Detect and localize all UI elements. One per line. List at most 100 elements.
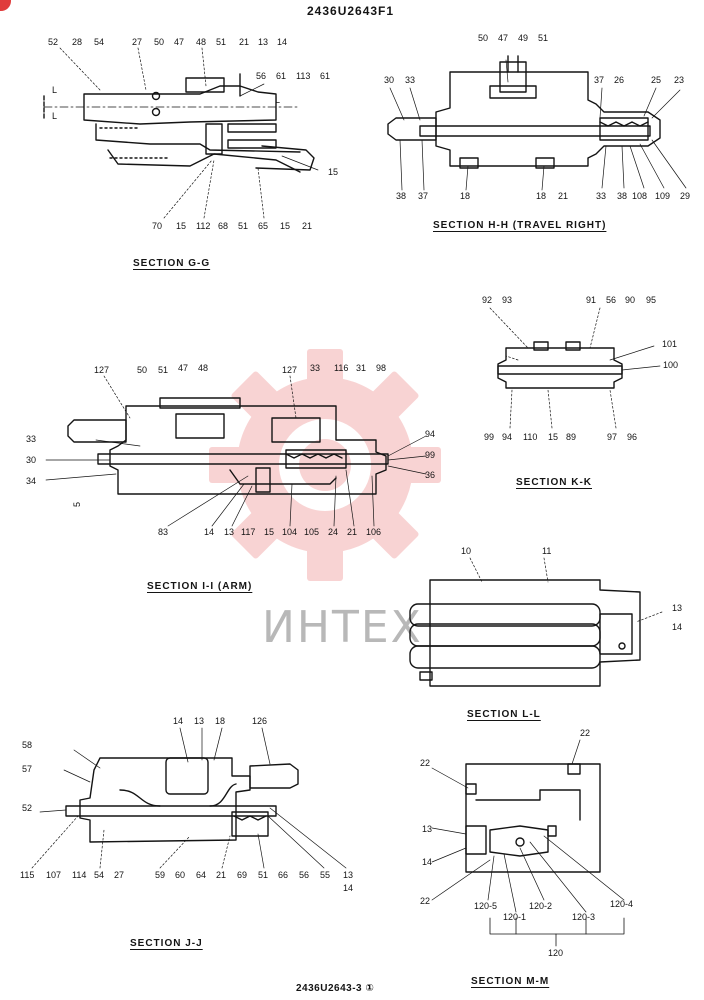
hh-bottom-callout: 109 bbox=[655, 191, 671, 201]
jj-left-callout: 52 bbox=[22, 803, 33, 813]
hh-bottom-callout: 38 bbox=[617, 191, 628, 201]
ll-right-callout: 13 bbox=[672, 603, 683, 613]
jj-top-callout: 13 bbox=[194, 716, 205, 726]
hh-right-callout: 25 bbox=[651, 75, 662, 85]
gg-bottom-callout: 21 bbox=[302, 221, 313, 231]
ii-bottom-callout: 24 bbox=[328, 527, 339, 537]
ii-right-callout: 36 bbox=[425, 470, 436, 480]
jj-bottom-callout: 60 bbox=[175, 870, 186, 880]
hh-top-callout: 49 bbox=[518, 33, 529, 43]
document-footer: 2436U2643-3 ① bbox=[296, 983, 375, 994]
gg-top-callout: 27 bbox=[132, 37, 143, 47]
kk-top-callout: 90 bbox=[625, 295, 636, 305]
section-ll-caption: SECTION L-L bbox=[467, 709, 541, 720]
drawing-section-hh bbox=[388, 56, 686, 190]
kk-bottom-callout: 97 bbox=[607, 432, 618, 442]
ii-top-callout: 51 bbox=[158, 365, 169, 375]
jj-top-callout: 14 bbox=[173, 716, 184, 726]
kk-top-callout: 92 bbox=[482, 295, 493, 305]
section-jj-caption: SECTION J-J bbox=[130, 938, 203, 949]
mm-callout: 22 bbox=[420, 758, 431, 768]
ii-top-callout: 127 bbox=[282, 365, 298, 375]
kk-bottom-callout: 15 bbox=[548, 432, 559, 442]
hh-bottom-callout: 18 bbox=[536, 191, 547, 201]
watermark-text: ИНТЕХ bbox=[262, 602, 423, 653]
jj-left-callout: 58 bbox=[22, 740, 33, 750]
gg-right-callout: 61 bbox=[276, 71, 287, 81]
ii-top-callout: 48 bbox=[198, 363, 209, 373]
jj-extra-callout: 14 bbox=[343, 883, 354, 893]
drawing-section-kk bbox=[490, 308, 660, 428]
ii-bottom-callout: 21 bbox=[347, 527, 358, 537]
ii-left-callout: 33 bbox=[26, 434, 37, 444]
hh-bottom-callout: 18 bbox=[460, 191, 471, 201]
ii-left-callout: 34 bbox=[26, 476, 37, 486]
hh-left-callout: 33 bbox=[405, 75, 416, 85]
gg-top-callout: 21 bbox=[239, 37, 250, 47]
kk-right-callout: 100 bbox=[663, 360, 679, 370]
gg-bottom-callout: 15 bbox=[280, 221, 291, 231]
ii-bottom-callout: 15 bbox=[264, 527, 275, 537]
jj-bottom-callout: 107 bbox=[46, 870, 62, 880]
hh-bottom-callout: 108 bbox=[632, 191, 648, 201]
jj-bottom-callout: 64 bbox=[196, 870, 207, 880]
jj-bottom-callout: 21 bbox=[216, 870, 227, 880]
ii-bottom-callout: 105 bbox=[304, 527, 320, 537]
hh-bottom-callout: 37 bbox=[418, 191, 429, 201]
gg-right-callout: 56 bbox=[256, 71, 267, 81]
ii-bottom-callout: 83 bbox=[158, 527, 169, 537]
drawing-section-ll bbox=[410, 558, 662, 686]
gg-top-callout: 50 bbox=[154, 37, 165, 47]
ii-top-callout: 47 bbox=[178, 363, 189, 373]
ii-top-callout: 50 bbox=[137, 365, 148, 375]
jj-bottom-callout: 51 bbox=[258, 870, 269, 880]
ii-stray-label: 5 bbox=[72, 501, 83, 508]
ii-bottom-callout: 104 bbox=[282, 527, 298, 537]
ii-bottom-callout: 13 bbox=[224, 527, 235, 537]
ii-left-callout: 30 bbox=[26, 455, 37, 465]
drawing-section-gg bbox=[44, 48, 318, 218]
watermark-gear-icon bbox=[209, 349, 441, 581]
jj-left-callout: 57 bbox=[22, 764, 33, 774]
mm-callout: 22 bbox=[420, 896, 431, 906]
ll-top-callout: 11 bbox=[542, 546, 552, 556]
hh-right-callout: 37 bbox=[594, 75, 605, 85]
jj-bottom-callout: 13 bbox=[343, 870, 354, 880]
section-ii-caption: SECTION I-I (ARM) bbox=[147, 581, 253, 592]
section-hh-caption: SECTION H-H (TRAVEL RIGHT) bbox=[433, 220, 607, 231]
section-gg-caption: SECTION G-G bbox=[133, 258, 211, 269]
drawing-section-ii bbox=[46, 376, 426, 526]
jj-bottom-callout: 56 bbox=[299, 870, 310, 880]
mm-bottom-callout: 120-5 bbox=[474, 901, 498, 911]
hh-top-callout: 51 bbox=[538, 33, 549, 43]
gg-top-callout: 47 bbox=[174, 37, 185, 47]
ii-top-callout: 31 bbox=[356, 363, 367, 373]
ll-right-callout: 14 bbox=[672, 622, 683, 632]
gg-bottom-callout: 51 bbox=[238, 221, 249, 231]
gg-side-label: L bbox=[52, 85, 58, 95]
kk-top-callout: 91 bbox=[586, 295, 597, 305]
kk-bottom-callout: 89 bbox=[566, 432, 577, 442]
mm-bottom-callout: 120-2 bbox=[529, 901, 553, 911]
jj-bottom-callout: 54 bbox=[94, 870, 105, 880]
hh-top-callout: 47 bbox=[498, 33, 509, 43]
gg-right-callout: 113 bbox=[296, 71, 311, 81]
gg-bottom-callout: 15 bbox=[176, 221, 187, 231]
ii-right-callout: 94 bbox=[425, 429, 436, 439]
hh-bottom-callout: 29 bbox=[680, 191, 691, 201]
jj-bottom-callout: 66 bbox=[278, 870, 289, 880]
mm-callout: 13 bbox=[422, 824, 433, 834]
section-kk-caption: SECTION K-K bbox=[516, 477, 592, 488]
ll-top-callout: 10 bbox=[461, 546, 472, 556]
hh-right-callout: 26 bbox=[614, 75, 625, 85]
hh-bottom-callout: 21 bbox=[558, 191, 569, 201]
gg-side-label: L bbox=[275, 95, 281, 105]
gg-top-callout: 54 bbox=[94, 37, 105, 47]
jj-bottom-callout: 114 bbox=[72, 870, 87, 880]
ii-bottom-callout: 106 bbox=[366, 527, 382, 537]
gg-top-callout: 48 bbox=[196, 37, 207, 47]
jj-bottom-callout: 55 bbox=[320, 870, 331, 880]
hh-left-callout: 30 bbox=[384, 75, 395, 85]
ii-top-callout: 127 bbox=[94, 365, 110, 375]
